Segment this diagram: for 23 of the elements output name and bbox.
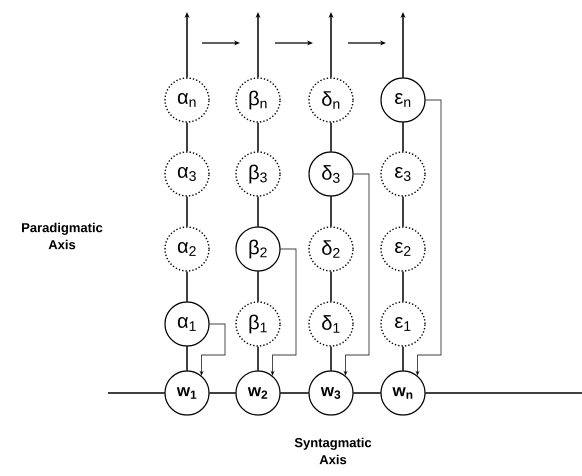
axis-line xyxy=(354,392,380,394)
connector-line xyxy=(186,196,188,226)
connector-line xyxy=(257,122,259,152)
axis-line xyxy=(280,392,308,394)
connector-line xyxy=(186,122,188,152)
connector-line xyxy=(402,346,404,370)
connector-line xyxy=(186,272,188,302)
connector-line xyxy=(330,346,332,370)
connector-line xyxy=(186,346,188,370)
axis-label: Syntagmatic Axis xyxy=(294,438,372,464)
connector-line xyxy=(330,196,332,226)
connector-line xyxy=(402,272,404,302)
axis-line xyxy=(426,392,582,394)
connector-line xyxy=(402,196,404,226)
axis-label: Paradigmatic Axis xyxy=(22,222,102,250)
connector-line xyxy=(402,122,404,152)
axis-line xyxy=(210,392,236,394)
axis-line xyxy=(108,392,164,394)
connector-line xyxy=(257,196,259,226)
connector-line xyxy=(257,346,259,370)
connector-line xyxy=(257,272,259,302)
connector-line xyxy=(330,122,332,152)
connector-line xyxy=(330,272,332,302)
